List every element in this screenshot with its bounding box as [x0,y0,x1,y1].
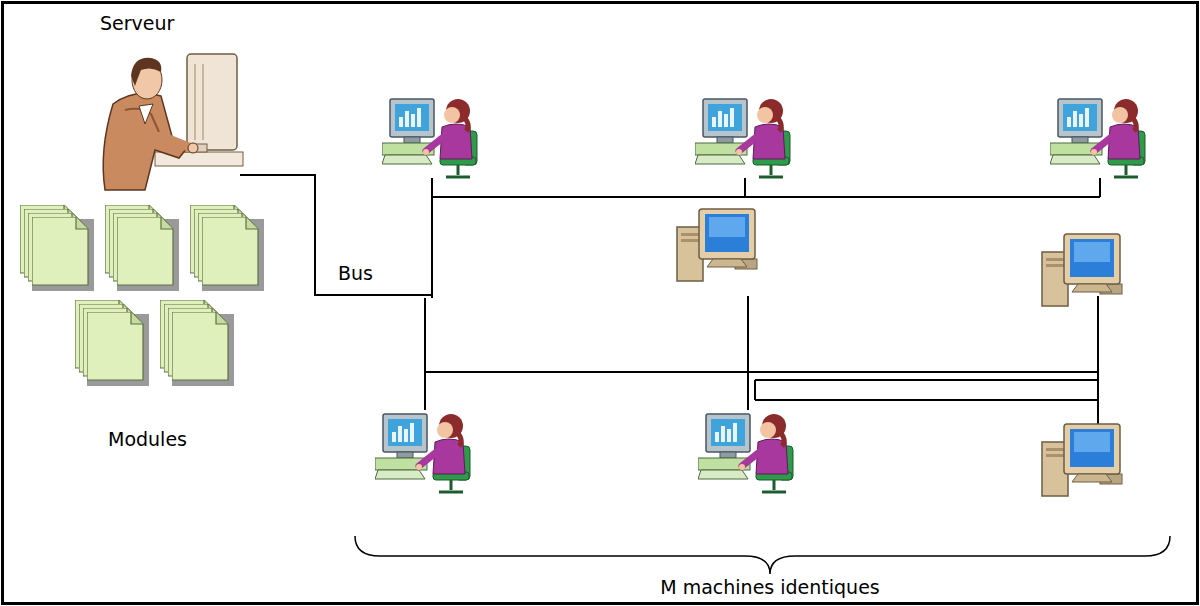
module-stack [75,300,149,386]
user-workstation [375,414,470,492]
bus-wire [755,379,1098,381]
bus-wire [744,178,746,197]
module-stack [105,205,179,291]
bus-wire [747,296,749,410]
bus-label: Bus [338,262,373,285]
frame-border [3,3,1198,604]
user-workstation [382,99,477,177]
server-label: Serveur [100,12,174,35]
bus-wires [240,175,1100,432]
computer [677,209,757,281]
user-workstation [698,414,793,492]
server-wire [240,175,432,295]
bus-wire [424,298,426,410]
computer [1042,234,1122,306]
user-workstation [1050,99,1145,177]
bus-wire [1099,178,1101,197]
server-figure [103,54,243,190]
bus-wire [425,371,1098,373]
computer [1042,424,1122,496]
user-workstation [695,99,790,177]
module-stack [20,205,94,291]
brace [355,536,1170,574]
machines-caption: M machines identiques [660,576,880,599]
bus-wire [754,380,756,400]
bus-wire [755,399,1098,401]
module-stack [190,205,264,291]
modules-label: Modules [108,428,187,451]
bus-wire [432,196,1100,198]
bus-wire [1097,296,1099,432]
module-stack [160,300,234,386]
